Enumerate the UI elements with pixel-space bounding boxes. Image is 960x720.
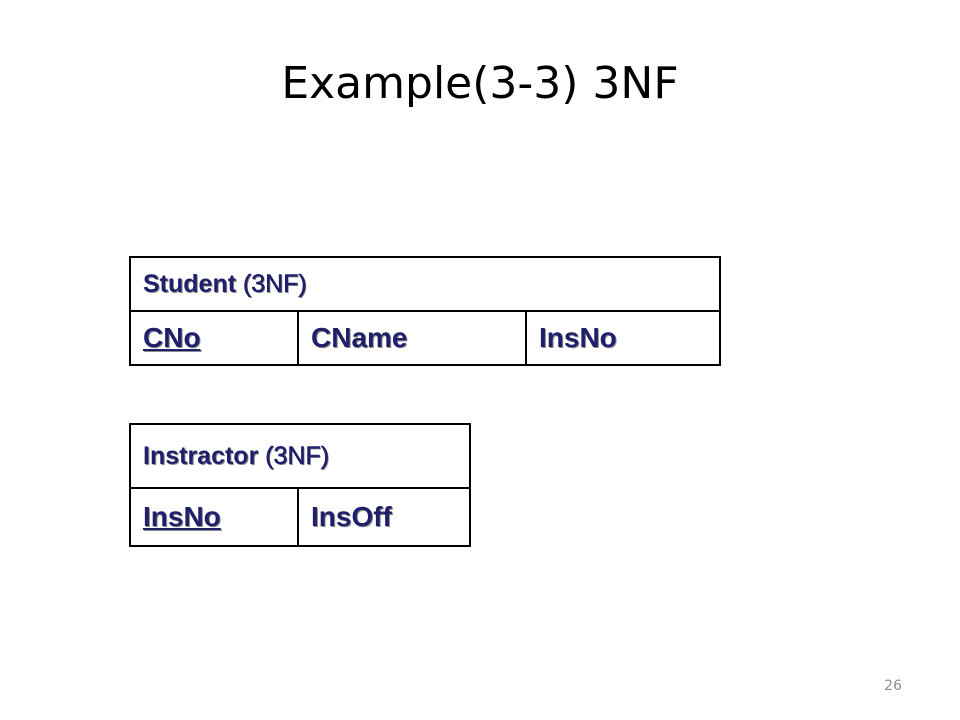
student-primary-key-cno: CNo (143, 322, 201, 353)
instructor-header-cell: Instractor (3NF) (129, 423, 471, 489)
slide-title: Example(3-3) 3NF (281, 58, 679, 109)
instructor-normal-form: (3NF) (265, 441, 330, 470)
student-relation-table: Student (3NF) CNo CName InsNo (129, 256, 721, 366)
student-header-row: Student (3NF) (129, 256, 721, 312)
instructor-attribute-row: InsNo InsOff (129, 487, 471, 547)
instructor-primary-key-insno: InsNo (143, 501, 221, 532)
student-attribute-cell: CNo (129, 310, 299, 366)
instructor-relation-table: Instractor (3NF) InsNo InsOff (129, 423, 471, 547)
student-attribute-cell: InsNo (525, 310, 721, 366)
student-header-cell: Student (3NF) (129, 256, 721, 312)
student-table-name: Student (143, 269, 237, 298)
instructor-attribute-cell: InsOff (297, 487, 471, 547)
student-attribute-insno: InsNo (539, 322, 617, 353)
student-attribute-cell: CName (297, 310, 527, 366)
student-attribute-row: CNo CName InsNo (129, 310, 721, 366)
instructor-table-name: Instractor (143, 441, 259, 470)
instructor-attribute-insoff: InsOff (311, 501, 392, 532)
student-attribute-cname: CName (311, 322, 408, 353)
instructor-attribute-cell: InsNo (129, 487, 299, 547)
page-number: 26 (884, 678, 902, 694)
instructor-header-row: Instractor (3NF) (129, 423, 471, 489)
student-normal-form: (3NF) (243, 269, 307, 298)
